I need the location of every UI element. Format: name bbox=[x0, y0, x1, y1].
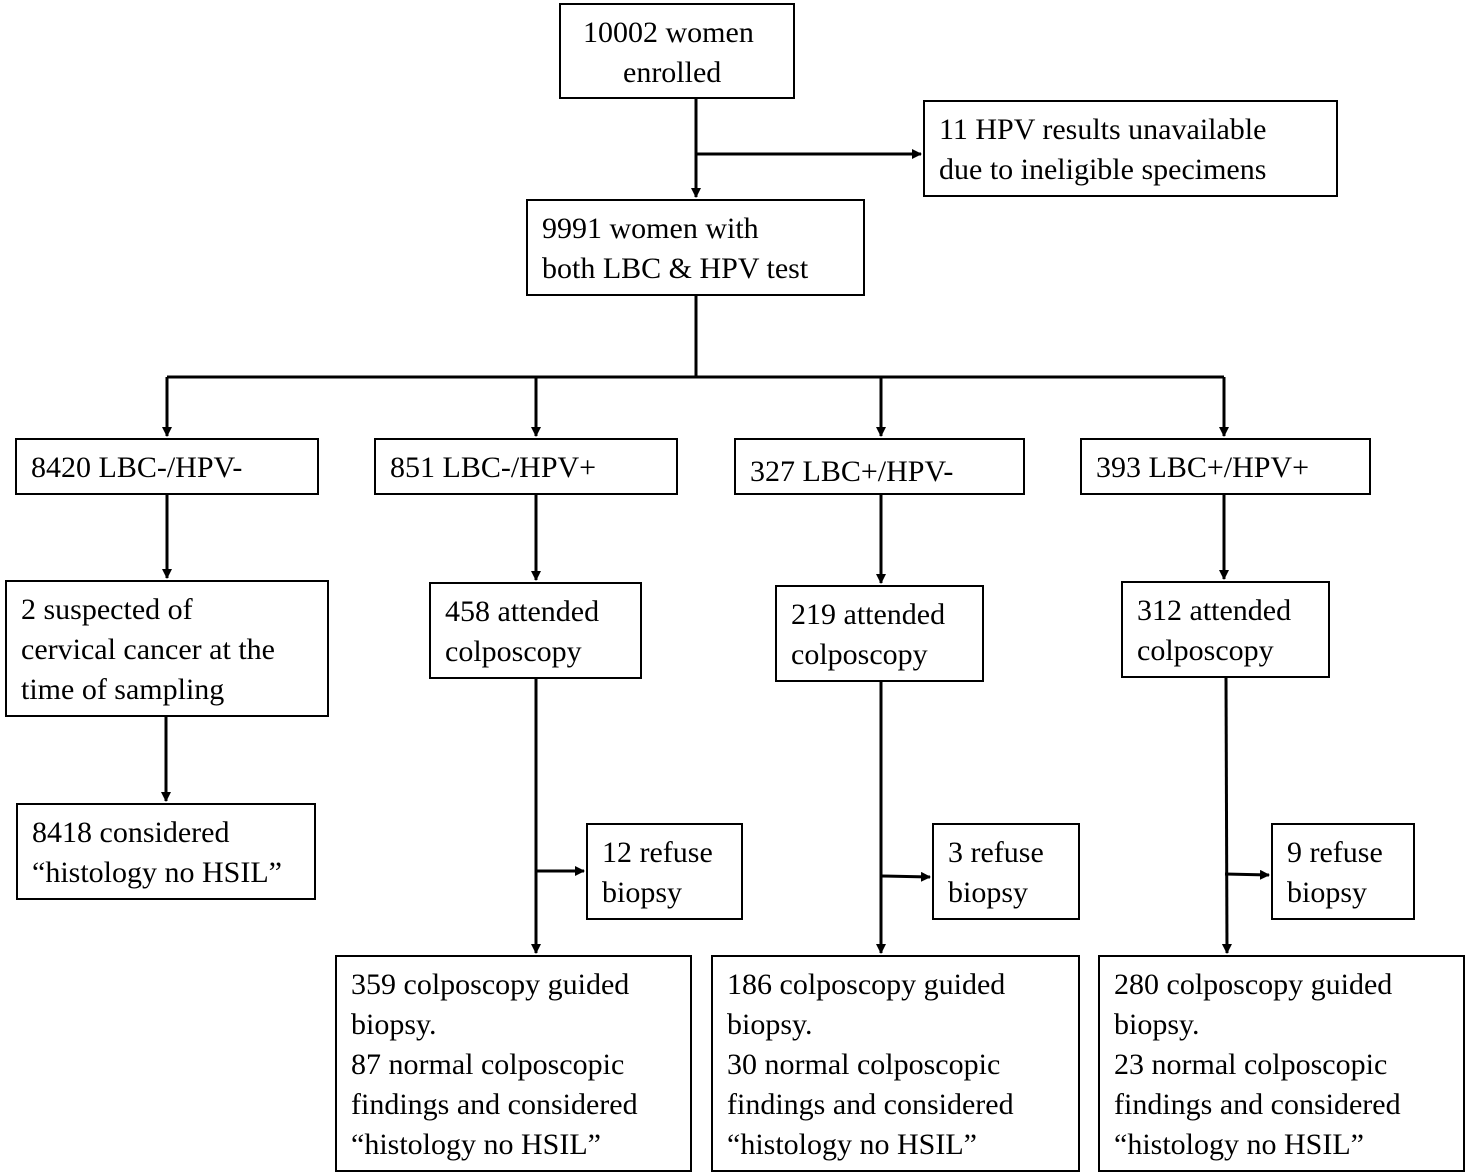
group-3-label: 327 LBC+/HPV- bbox=[750, 455, 954, 488]
suspected-line-3: time of sampling bbox=[21, 673, 225, 706]
tested-line-2: both LBC & HPV test bbox=[542, 252, 809, 285]
refuse-3-line-1: 3 refuse bbox=[948, 836, 1044, 869]
outcome-2-line-4: findings and considered bbox=[351, 1088, 638, 1121]
refuse-box-group-2: 12 refuse biopsy bbox=[586, 823, 743, 920]
outcome-4-line-3: 23 normal colposcopic bbox=[1114, 1048, 1388, 1081]
group-2-label: 851 LBC-/HPV+ bbox=[390, 451, 597, 484]
outcome-4-line-1: 280 colposcopy guided bbox=[1114, 968, 1393, 1001]
attended-box-group-2: 458 attended colposcopy bbox=[429, 582, 642, 679]
attended-4-line-2: colposcopy bbox=[1137, 634, 1274, 667]
enrolled-line-1: 10002 women bbox=[583, 16, 754, 49]
refuse-4-line-1: 9 refuse bbox=[1287, 836, 1383, 869]
outcome-3-line-1: 186 colposcopy guided bbox=[727, 968, 1006, 1001]
group-lbc-pos-hpv-pos: 393 LBC+/HPV+ bbox=[1080, 438, 1371, 495]
arrow-group-4-to-refuse bbox=[1224, 869, 1270, 880]
refuse-3-line-2: biopsy bbox=[948, 876, 1029, 909]
enrolled-line-2: enrolled bbox=[623, 56, 722, 89]
excluded-line-1: 11 HPV results unavailable bbox=[939, 113, 1267, 146]
refuse-2-line-2: biopsy bbox=[602, 876, 683, 909]
refuse-box-group-3: 3 refuse biopsy bbox=[932, 823, 1080, 920]
outcome-2-line-5: “histology no HSIL” bbox=[351, 1128, 601, 1161]
suspected-line-2: cervical cancer at the bbox=[21, 633, 275, 666]
outcome-3-line-5: “histology no HSIL” bbox=[727, 1128, 977, 1161]
attended-box-group-3: 219 attended colposcopy bbox=[775, 585, 984, 682]
attended-3-line-1: 219 attended bbox=[791, 598, 946, 631]
outcome-box-group-3: 186 colposcopy guided biopsy. 30 normal … bbox=[711, 955, 1080, 1172]
attended-box-group-4: 312 attended colposcopy bbox=[1121, 581, 1330, 678]
group-lbc-pos-hpv-neg: 327 LBC+/HPV- bbox=[734, 438, 1025, 495]
outcome-2-line-2: biopsy. bbox=[351, 1008, 437, 1041]
tested-box: 9991 women with both LBC & HPV test bbox=[526, 199, 865, 296]
group-4-label: 393 LBC+/HPV+ bbox=[1096, 451, 1310, 484]
arrow-group-3-to-refuse bbox=[880, 871, 931, 882]
considered-line-2: “histology no HSIL” bbox=[32, 856, 282, 889]
refuse-2-line-1: 12 refuse bbox=[602, 836, 713, 869]
excluded-box: 11 HPV results unavailable due to inelig… bbox=[923, 100, 1338, 197]
attended-2-line-1: 458 attended bbox=[445, 595, 600, 628]
excluded-line-2: due to ineligible specimens bbox=[939, 153, 1267, 186]
outcome-2-line-1: 359 colposcopy guided bbox=[351, 968, 630, 1001]
refuse-box-group-4: 9 refuse biopsy bbox=[1271, 823, 1415, 920]
considered-line-1: 8418 considered bbox=[32, 816, 230, 849]
outcome-3-line-2: biopsy. bbox=[727, 1008, 813, 1041]
outcome-4-line-4: findings and considered bbox=[1114, 1088, 1401, 1121]
tested-line-1: 9991 women with bbox=[542, 212, 759, 245]
attended-3-line-2: colposcopy bbox=[791, 638, 928, 671]
suspected-line-1: 2 suspected of bbox=[21, 593, 193, 626]
outcome-4-line-2: biopsy. bbox=[1114, 1008, 1200, 1041]
outcome-4-line-5: “histology no HSIL” bbox=[1114, 1128, 1364, 1161]
attended-2-line-2: colposcopy bbox=[445, 635, 582, 668]
group-lbc-neg-hpv-neg: 8420 LBC-/HPV- bbox=[15, 438, 319, 495]
outcome-3-line-4: findings and considered bbox=[727, 1088, 1014, 1121]
enrolled-box: 10002 women enrolled bbox=[559, 3, 795, 99]
group-lbc-neg-hpv-pos: 851 LBC-/HPV+ bbox=[374, 438, 678, 495]
outcome-2-line-3: 87 normal colposcopic bbox=[351, 1048, 625, 1081]
attended-4-line-1: 312 attended bbox=[1137, 594, 1292, 627]
outcome-box-group-2: 359 colposcopy guided biopsy. 87 normal … bbox=[335, 955, 692, 1172]
group-1-label: 8420 LBC-/HPV- bbox=[31, 451, 243, 484]
outcome-3-line-3: 30 normal colposcopic bbox=[727, 1048, 1001, 1081]
considered-no-hsil-box: 8418 considered “histology no HSIL” bbox=[16, 803, 316, 900]
arrow-group-4-to-outcome bbox=[1221, 676, 1232, 954]
outcome-box-group-4: 280 colposcopy guided biopsy. 23 normal … bbox=[1098, 955, 1465, 1172]
refuse-4-line-2: biopsy bbox=[1287, 876, 1368, 909]
suspected-cancer-box: 2 suspected of cervical cancer at the ti… bbox=[5, 580, 329, 717]
